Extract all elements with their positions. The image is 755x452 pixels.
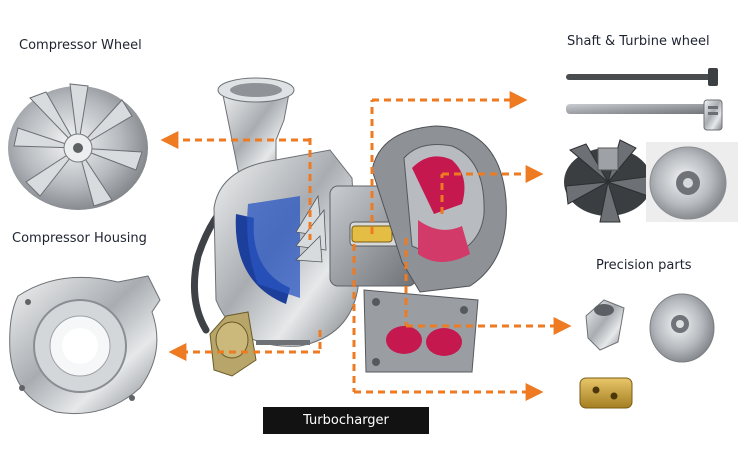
label-compressor-housing: Compressor Housing	[12, 231, 147, 246]
compressor-wheel-image	[8, 83, 148, 210]
precision-part-sleeve	[585, 299, 625, 351]
turbocharger-image	[190, 77, 507, 377]
precision-part-brass-bearing	[579, 377, 633, 409]
seal-plate-image	[646, 142, 738, 222]
shaft-image	[566, 68, 723, 131]
label-shaft-turbine-wheel: Shaft & Turbine wheel	[567, 34, 710, 49]
precision-part-disc	[649, 293, 715, 363]
turbocharger-caption: Turbocharger	[263, 407, 429, 434]
compressor-housing-image	[9, 275, 161, 415]
turbine-wheel-image	[564, 139, 653, 223]
callout-arrows	[160, 91, 572, 401]
label-compressor-wheel: Compressor Wheel	[19, 38, 142, 53]
label-precision-parts: Precision parts	[596, 258, 692, 273]
